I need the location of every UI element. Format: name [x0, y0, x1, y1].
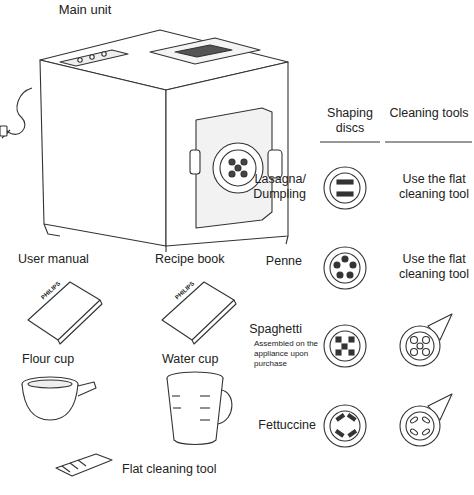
cup-drawing-part [173, 407, 181, 408]
cup-drawing-part [28, 380, 72, 388]
cleaning-note: Use the flat cleaning tool [394, 172, 474, 203]
header-underline-part [320, 142, 380, 143]
cleaning-tool-drawing-part [400, 406, 440, 446]
disc-name: Lasagna/ Dumpling [238, 172, 306, 203]
disc-name: Spaghetti [230, 322, 302, 337]
shaping-disc-drawing-part [337, 192, 353, 196]
shaping-disc-drawing-part [336, 337, 341, 342]
shaping-disc-drawing-part [336, 414, 344, 421]
main-unit-drawing-part [44, 224, 288, 252]
shaping-disc-drawing-part [336, 430, 344, 437]
cup-drawing-part [200, 407, 210, 408]
cup-drawing-part [22, 384, 78, 420]
column-header: Cleaning tools [385, 106, 473, 121]
main-unit-drawing-part [229, 171, 235, 177]
main-unit-drawing-part [78, 58, 82, 62]
header-underline-part [385, 142, 472, 143]
main-unit-drawing [0, 30, 288, 252]
shaping-disc-drawing-part [349, 337, 354, 342]
cup-drawing-part [78, 382, 96, 396]
shaping-disc-drawing-part [347, 272, 353, 278]
cleaning-tool-drawing-part [411, 349, 418, 356]
main-unit-drawing-part [241, 171, 247, 177]
cleaning-tool-drawing [400, 314, 452, 446]
flat-tool-drawing [56, 454, 112, 476]
cleaning-tool-drawing-part [411, 337, 418, 344]
flat-tool-drawing-part [56, 454, 112, 476]
shaping-disc-drawing-part [334, 262, 340, 268]
cleaning-tool-drawing-part [400, 326, 440, 366]
cup-drawing-part [200, 419, 210, 420]
part-label: User manual [18, 252, 118, 267]
main-unit-drawing-part [8, 88, 32, 134]
shaping-disc-drawing-part [330, 173, 360, 203]
main-unit-drawing-part [229, 159, 235, 165]
book-drawing-part [192, 300, 236, 344]
main-unit-drawing-part [241, 159, 247, 165]
cup-drawing [22, 372, 232, 445]
book-drawing-part [58, 300, 102, 344]
shaping-disc-drawing-part [336, 350, 341, 355]
main-unit-drawing-part [166, 62, 288, 246]
main-unit-drawing-part [102, 52, 106, 56]
shaping-disc-drawing-part [348, 430, 356, 437]
shaping-disc-drawing-part [324, 325, 366, 367]
part-label: Recipe book [155, 252, 255, 267]
shaping-disc-drawing-part [330, 331, 360, 361]
main-unit-drawing-part [40, 60, 166, 246]
shaping-disc-drawing [324, 167, 366, 447]
main-unit-drawing-part [90, 55, 94, 59]
cleaning-tool-drawing-part [417, 343, 423, 349]
header-underline [320, 142, 472, 143]
disc-name: Penne [238, 254, 302, 269]
main-unit-drawing-part [60, 50, 128, 66]
cleaning-note: Use the flat cleaning tool [394, 252, 474, 283]
shaping-disc-drawing-part [324, 405, 366, 447]
main-unit-drawing-part [235, 165, 241, 171]
shaping-disc-drawing-part [342, 256, 348, 262]
shaping-disc-drawing-part [350, 262, 356, 268]
book-drawing [28, 282, 236, 344]
cleaning-tool-drawing-part [406, 332, 434, 360]
shaping-disc-drawing-part [330, 253, 360, 283]
cleaning-tool-drawing-part [410, 428, 419, 436]
cleaning-tool-drawing-part [410, 416, 419, 424]
part-label: Water cup [162, 352, 262, 367]
cup-drawing-part [218, 390, 232, 424]
main-unit-drawing-part [175, 45, 232, 57]
cleaning-tool-drawing-part [406, 412, 434, 440]
flat-tool-drawing-part [62, 460, 86, 472]
main-unit-drawing-part [196, 108, 272, 228]
cleaning-tool-drawing-part [422, 428, 431, 436]
cleaning-tool-drawing-part [423, 337, 430, 344]
cup-drawing-part [172, 395, 180, 396]
part-label: Flour cup [22, 352, 122, 367]
part-label: Main unit [40, 2, 130, 18]
shaping-disc-drawing-part [348, 414, 356, 421]
cleaning-tool-drawing-part [422, 416, 431, 424]
main-unit-drawing-part [0, 126, 7, 136]
cleaning-tool-drawing-part [423, 349, 430, 356]
main-unit-drawing-part [220, 150, 256, 186]
main-unit-drawing-part [190, 150, 200, 174]
book-drawing-part [162, 282, 234, 340]
disc-note: Assembled on the appliance upon purchase [254, 339, 322, 368]
column-header: Shaping discs [320, 106, 380, 137]
shaping-disc-drawing-part [337, 180, 353, 184]
disc-name: Fettuccine [226, 418, 316, 433]
shaping-disc-drawing-part [324, 247, 366, 289]
cup-drawing-part [167, 378, 223, 445]
book-drawing-part [28, 282, 100, 340]
cup-drawing-part [200, 395, 210, 396]
shaping-disc-drawing-part [342, 344, 347, 349]
main-unit-drawing-part [150, 38, 260, 64]
shaping-disc-drawing-part [349, 350, 354, 355]
shaping-disc-drawing-part [324, 167, 366, 209]
part-label: Flat cleaning tool [122, 462, 272, 477]
shaping-disc-drawing-part [330, 411, 360, 441]
shaping-disc-drawing-part [337, 272, 343, 278]
